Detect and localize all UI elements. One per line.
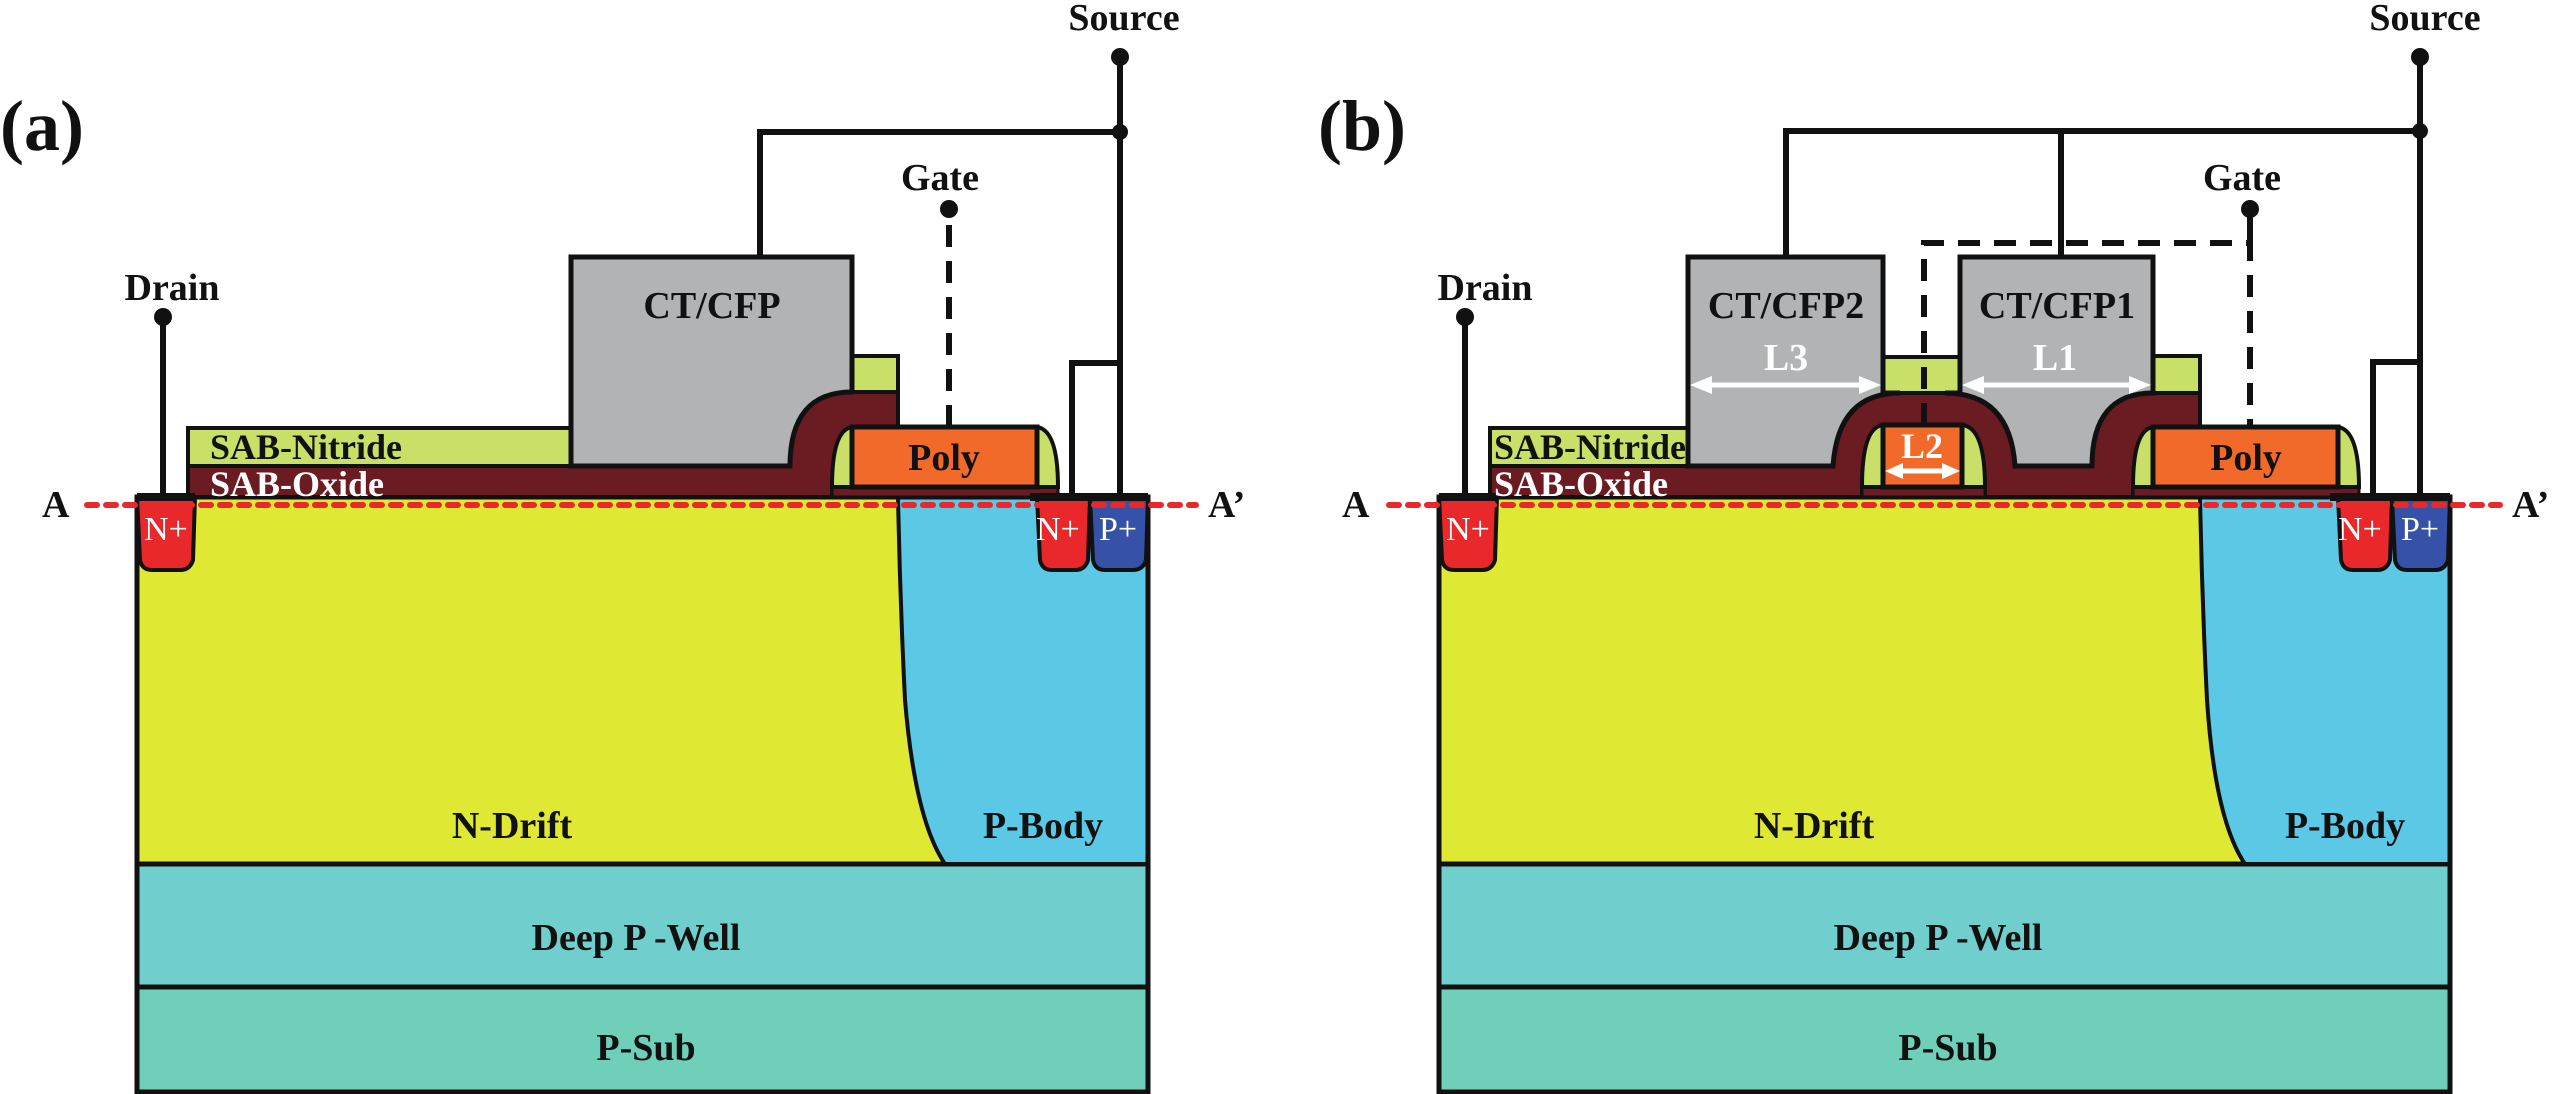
cut-start-label: A xyxy=(1342,484,1370,526)
n-plus-source xyxy=(2335,495,2395,572)
p-sub-label: P-Sub xyxy=(596,1027,695,1069)
field-plate-2-wire xyxy=(1783,128,2420,257)
spacer-left xyxy=(829,424,854,489)
source-junction-dot xyxy=(2412,123,2428,139)
deep-p-well-label: Deep P -Well xyxy=(1834,917,2043,959)
deep-p-well-region xyxy=(134,861,1151,990)
ct-cfp-label: CT/CFP xyxy=(643,285,780,327)
p-plus-label: P+ xyxy=(2401,511,2439,548)
panel-b: (b) xyxy=(1318,0,2549,1094)
source-contact-wire xyxy=(1069,360,1120,497)
p-body-region xyxy=(895,495,1150,866)
drain-terminal-dot[interactable] xyxy=(1456,308,1474,326)
spacer-left xyxy=(2130,424,2155,489)
field-plate-wire xyxy=(757,129,1120,257)
cut-end-label: A’ xyxy=(1208,484,1245,526)
l1-dimension-arrow xyxy=(1962,376,2151,394)
panel-b-label: (b) xyxy=(1318,86,1406,166)
ct-cfp2-label: CT/CFP2 xyxy=(1708,285,1864,327)
p-plus-body-contact xyxy=(1087,495,1151,572)
source-label: Source xyxy=(2369,0,2480,39)
poly-label: Poly xyxy=(908,437,980,479)
cut-end-label: A’ xyxy=(2512,484,2549,526)
source-silicide xyxy=(2330,493,2450,501)
ct-cfp-field-plate xyxy=(568,254,855,469)
gate-wire xyxy=(1921,240,2253,427)
gate-label: Gate xyxy=(2203,157,2281,199)
source-junction-dot xyxy=(1112,124,1128,140)
gate-terminal-dot[interactable] xyxy=(2241,200,2259,218)
poly-label: Poly xyxy=(2210,437,2282,479)
n-drift-label: N-Drift xyxy=(452,805,573,847)
panel-a: (a) Drain Gate xyxy=(0,0,1245,1094)
ct-cfp2-field-plate xyxy=(1685,254,1901,469)
sab-oxide-label: SAB-Oxide xyxy=(1494,464,1668,504)
source-contact-wire xyxy=(2370,359,2420,497)
p-body-region xyxy=(2197,495,2452,866)
l2-label: L2 xyxy=(1901,426,1943,466)
p-body-label: P-Body xyxy=(983,805,1103,847)
l3-label: L3 xyxy=(1764,337,1808,379)
spacer-right xyxy=(1035,424,1061,489)
spacer-right xyxy=(2336,424,2362,489)
nitride-cap xyxy=(850,354,900,394)
poly-gate xyxy=(849,424,1040,490)
drain-label: Drain xyxy=(1438,267,1533,309)
sab-nitride-label: SAB-Nitride xyxy=(1494,427,1686,467)
n-plus-source-label: N+ xyxy=(1036,511,1080,548)
deep-p-well-label: Deep P -Well xyxy=(532,917,741,959)
l2-spacer-left xyxy=(1859,422,1885,489)
p-sub-label: P-Sub xyxy=(1898,1027,1997,1069)
cut-start-label: A xyxy=(42,484,70,526)
l2-spacer-right xyxy=(1960,422,1988,489)
gate-terminal-dot[interactable] xyxy=(940,200,958,218)
n-plus-drain xyxy=(1436,495,1500,572)
n-plus-source-label: N+ xyxy=(2338,511,2382,548)
poly-gate xyxy=(2150,424,2341,490)
source-label: Source xyxy=(1068,0,1179,39)
nitride-cap-right xyxy=(2151,354,2202,395)
panel-a-label: (a) xyxy=(0,86,84,166)
source-terminal-dot[interactable] xyxy=(1111,48,1129,66)
sab-nitride-layer xyxy=(1488,426,1690,468)
l2-dimension-arrow xyxy=(1885,463,1960,479)
deep-p-well-region xyxy=(1436,861,2453,990)
source-terminal-dot[interactable] xyxy=(2411,48,2429,66)
drain-label: Drain xyxy=(125,267,220,309)
p-body-label: P-Body xyxy=(2285,805,2405,847)
n-plus-source xyxy=(1034,495,1093,572)
ct-cfp1-field-plate xyxy=(1944,254,2156,469)
p-plus-body-contact xyxy=(2389,495,2453,572)
l3-dimension-arrow xyxy=(1690,376,1881,394)
n-plus-drain-label: N+ xyxy=(144,511,188,548)
n-drift-label: N-Drift xyxy=(1754,805,1875,847)
sab-nitride-label: SAB-Nitride xyxy=(210,427,402,467)
p-plus-label: P+ xyxy=(1099,511,1137,548)
ct-cfp1-label: CT/CFP1 xyxy=(1979,285,2135,327)
sab-oxide-label: SAB-Oxide xyxy=(210,464,384,504)
source-silicide xyxy=(1030,493,1148,501)
gate-label: Gate xyxy=(901,157,979,199)
drain-terminal-dot[interactable] xyxy=(154,308,172,326)
l1-label: L1 xyxy=(2033,337,2077,379)
n-plus-drain-label: N+ xyxy=(1446,511,1490,548)
n-plus-drain xyxy=(134,495,198,572)
